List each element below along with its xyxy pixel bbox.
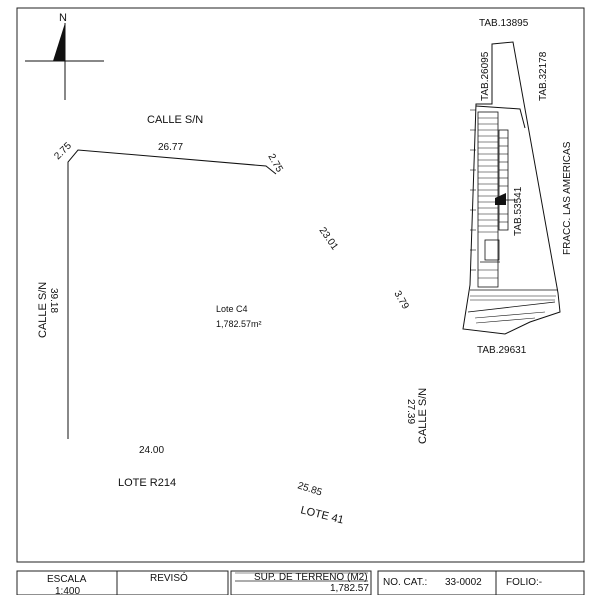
dimension-bottom-right: 25.85 <box>296 480 324 498</box>
dimension-left: 39.18 <box>48 288 59 313</box>
lot-name: Lote C4 <box>216 304 248 314</box>
reviso-label: REVISÓ <box>150 571 188 584</box>
street-label-top: CALLE S/N <box>147 114 203 126</box>
tab-bottom-label: TAB.29631 <box>477 345 527 356</box>
north-arrow: N <box>25 12 104 100</box>
lot-marker <box>495 193 506 205</box>
title-cell-reviso <box>116 570 229 595</box>
dimension-top: 26.77 <box>158 142 183 153</box>
dimension-bottom: 24.00 <box>139 445 164 456</box>
neighbor-bottom-right: LOTE 41 <box>299 504 345 526</box>
north-arrow-head <box>53 23 65 61</box>
tab-top-label: TAB.13895 <box>479 18 529 29</box>
block-small <box>484 239 500 261</box>
neighbor-bottom-left: LOTE R214 <box>118 477 176 489</box>
tab-left-label: TAB.26095 <box>480 51 491 101</box>
drawing-frame <box>16 7 585 563</box>
dimension-top-right-chamfer: 2.75 <box>265 152 284 175</box>
lot-area: 1,782.57m² <box>216 319 262 329</box>
fracc-label: FRACC. LAS AMERICAS <box>562 141 573 255</box>
subdivision-outline <box>462 41 561 335</box>
tab-center-label: TAB.53541 <box>513 186 524 236</box>
title-cell-sup <box>230 570 372 595</box>
nocat-value: 33-0002 <box>445 577 482 588</box>
lot-hatching <box>470 117 556 324</box>
dimension-right-chamfer: 3.79 <box>391 289 410 312</box>
sup-value: 1,782.57 <box>330 583 369 594</box>
block-line <box>467 301 556 313</box>
title-block: ESCALA 1:400 REVISÓ SUP. DE TERRENO (M2)… <box>16 570 585 595</box>
title-cell-cat <box>377 570 585 595</box>
location-map: TAB.13895 TAB.26095 TAB.32178 TAB.53541 … <box>462 18 573 356</box>
nocat-label: NO. CAT.: <box>383 577 427 588</box>
block-center <box>498 129 509 231</box>
dimension-right: 27.39 <box>405 399 416 424</box>
escala-value: 1:400 <box>55 586 80 595</box>
escala-label: ESCALA <box>47 574 87 585</box>
sup-label: SUP. DE TERRENO (M2) <box>254 572 368 583</box>
folio-label: FOLIO:- <box>506 577 542 588</box>
street-label-left: CALLE S/N <box>37 282 49 338</box>
street-label-right: CALLE S/N <box>417 388 429 444</box>
lot-boundary <box>67 149 277 430</box>
block-line <box>475 105 526 129</box>
right-edge-ticks <box>470 109 476 271</box>
tab-right-label: TAB.32178 <box>538 51 549 101</box>
north-label: N <box>59 12 67 24</box>
dimension-curve: 23.01 <box>317 225 341 252</box>
